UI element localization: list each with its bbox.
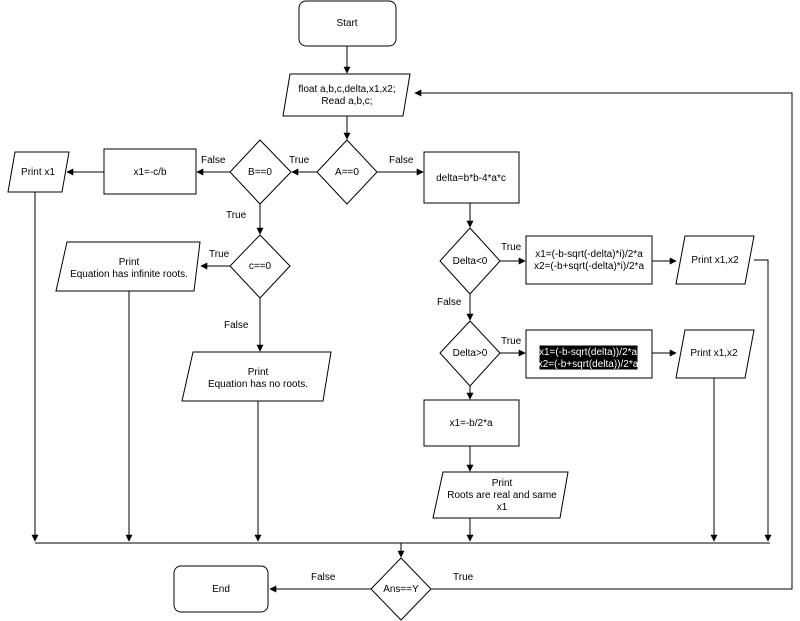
node-cond-ans[interactable]: Ans==Y — [370, 557, 432, 621]
node-cond-b[interactable]: B==0 — [229, 139, 292, 205]
node-print-real-text: Print x1,x2 — [690, 348, 738, 359]
node-same-line1: Print — [492, 478, 513, 489]
node-real-line2: x2=(-b+sqrt(delta))/2*a — [538, 359, 639, 370]
node-end[interactable]: End — [173, 565, 269, 613]
edge-print-complex-bus — [754, 259, 772, 542]
node-infinite-line1: Print — [119, 257, 140, 268]
label-dpos-true: True — [501, 336, 522, 347]
node-cond-a-text: A==0 — [335, 167, 359, 178]
node-start[interactable]: Start — [298, 0, 397, 47]
label-c-false: False — [224, 320, 249, 331]
node-cond-delta-pos-text: Delta>0 — [453, 348, 488, 359]
node-print-infinite[interactable]: Print Equation has infinite roots. — [55, 241, 201, 292]
node-print-real[interactable]: Print x1,x2 — [675, 329, 755, 379]
node-real-assign[interactable]: x1=(-b-sqrt(delta))/2*a x2=(-b+sqrt(delt… — [525, 329, 653, 379]
node-delta-assign[interactable]: delta=b*b-4*a*c — [423, 151, 520, 204]
node-end-text: End — [212, 584, 230, 595]
node-complex-line1: x1=(-b-sqrt(-delta)*i)/2*a — [535, 249, 643, 260]
label-b-false: False — [201, 155, 226, 166]
node-start-text: Start — [336, 18, 357, 29]
label-c-true: True — [209, 249, 230, 260]
edge-labels: True False False True True False True Fa… — [201, 155, 522, 583]
label-a-true: True — [289, 155, 310, 166]
node-cond-b-text: B==0 — [248, 167, 272, 178]
node-cond-c-text: c==0 — [249, 261, 272, 272]
node-noroots-line1: Print — [248, 367, 269, 378]
node-same-assign[interactable]: x1=-b/2*a — [423, 399, 520, 447]
label-dneg-true: True — [501, 242, 522, 253]
node-cond-delta-neg-text: Delta<0 — [453, 256, 488, 267]
node-cond-c[interactable]: c==0 — [229, 234, 291, 299]
label-b-true: True — [226, 210, 247, 221]
node-print-complex-text: Print x1,x2 — [691, 255, 739, 266]
node-cond-delta-neg[interactable]: Delta<0 — [439, 227, 501, 295]
node-print-complex[interactable]: Print x1,x2 — [675, 235, 755, 285]
node-same-assign-text: x1=-b/2*a — [449, 418, 493, 429]
node-input-line1: float a,b,c,delta,x1,x2; — [298, 84, 395, 95]
node-noroots-line2: Equation has no roots. — [208, 379, 308, 390]
node-complex-assign[interactable]: x1=(-b-sqrt(-delta)*i)/2*a x2=(-b+sqrt(-… — [525, 235, 653, 285]
node-same-line3: x1 — [497, 502, 508, 513]
label-ans-false: False — [311, 572, 336, 583]
node-cond-ans-text: Ans==Y — [383, 584, 419, 595]
label-a-false: False — [389, 155, 414, 166]
node-infinite-line2: Equation has infinite roots. — [70, 269, 188, 280]
node-same-line2: Roots are real and same — [447, 490, 557, 501]
node-print-same[interactable]: Print Roots are real and same x1 — [432, 471, 569, 519]
node-input-line2: Read a,b,c; — [321, 96, 372, 107]
node-real-line1: x1=(-b-sqrt(delta))/2*a — [539, 347, 638, 358]
node-print-x1[interactable]: Print x1 — [7, 151, 70, 193]
node-complex-line2: x2=(-b+sqrt(-delta)*i)/2*a — [534, 261, 644, 272]
node-cond-a[interactable]: A==0 — [316, 139, 378, 205]
node-assign-x1-linear-text: x1=-c/b — [133, 167, 167, 178]
node-delta-assign-text: delta=b*b-4*a*c — [436, 173, 506, 184]
node-print-noroots[interactable]: Print Equation has no roots. — [181, 351, 332, 402]
node-assign-x1-linear[interactable]: x1=-c/b — [103, 148, 197, 195]
node-input[interactable]: float a,b,c,delta,x1,x2; Read a,b,c; — [282, 73, 411, 117]
edges — [31, 46, 793, 593]
node-print-x1-text: Print x1 — [21, 167, 55, 178]
edge-ans-true-loop — [414, 89, 793, 590]
label-dneg-false: False — [437, 297, 462, 308]
label-ans-true: True — [453, 572, 474, 583]
node-cond-delta-pos[interactable]: Delta>0 — [439, 320, 501, 387]
